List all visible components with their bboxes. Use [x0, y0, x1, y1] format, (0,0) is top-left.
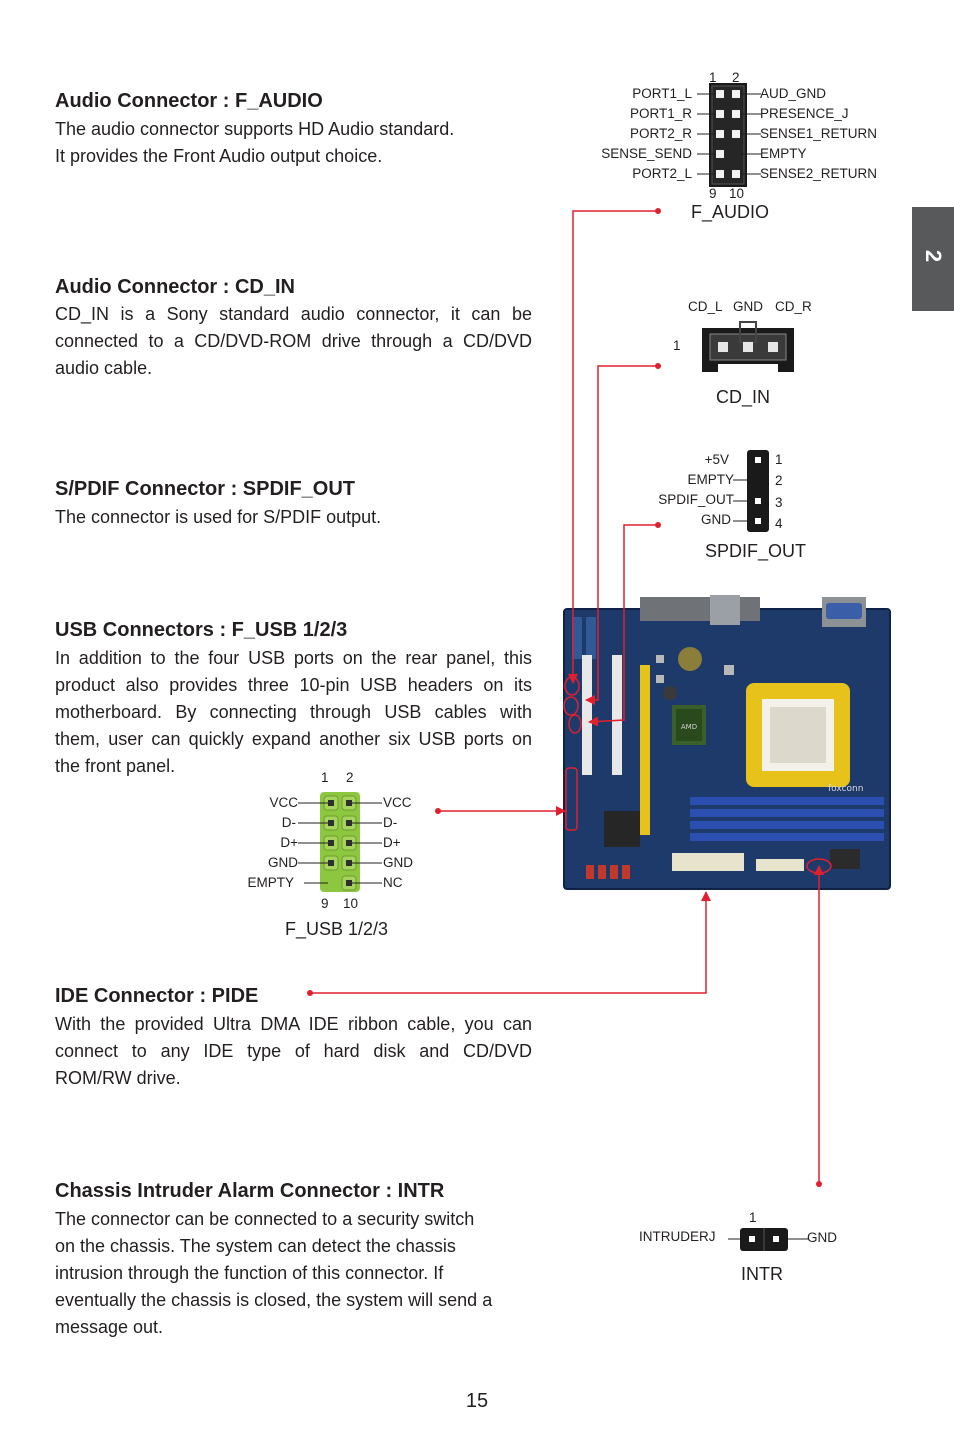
cd-in-target-ring	[563, 696, 579, 716]
usb-description: In addition to the four USB ports on the…	[55, 648, 532, 776]
cd-in-label-cdr: CD_R	[775, 299, 812, 314]
f-audio-left-labels: PORT1_L PORT1_R PORT2_R SENSE_SEND PORT2…	[601, 86, 692, 181]
f-audio-description: The audio connector supports HD Audio st…	[55, 119, 455, 166]
intr-target-ring	[806, 858, 832, 874]
f-usb-caption: F_USB 1/2/3	[285, 919, 389, 939]
intr-header-graphic	[728, 1228, 808, 1251]
f-usb-pin-2: 2	[346, 770, 354, 785]
cd-in-caption: CD_IN	[716, 387, 771, 407]
f-audio-title: Audio Connector : F_AUDIO	[55, 90, 323, 112]
f-usb-right-labels: VCC D- D+ GND NC	[383, 795, 413, 890]
spdif-pin-numbers: 1 2 3 4	[775, 452, 783, 531]
f-audio-callout-dot	[655, 208, 661, 214]
f-audio-pin-2: 2	[732, 70, 740, 85]
intr-caption: INTR	[741, 1264, 783, 1284]
f-audio-pin-9: 9	[709, 186, 717, 201]
cd-in-label-cdl: CD_L	[688, 299, 723, 314]
f-audio-target-ring	[564, 676, 580, 696]
spdif-callout-line	[588, 524, 658, 727]
intr-label-gnd: GND	[807, 1230, 837, 1245]
spdif-callout-dot	[655, 522, 661, 528]
ide-title: IDE Connector : PIDE	[55, 985, 259, 1007]
spdif-left-labels: +5V EMPTY SPDIF_OUT GND	[658, 452, 734, 527]
page-number: 15	[465, 1390, 489, 1412]
usb-callout-dot	[435, 808, 441, 814]
motherboard-brand-label: foxconn	[828, 784, 863, 794]
intr-callout-dot	[816, 1181, 822, 1187]
cd-in-title: Audio Connector : CD_IN	[55, 276, 295, 298]
f-audio-right-labels: AUD_GND PRESENCE_J SENSE1_RETURN EMPTY S…	[760, 86, 878, 181]
f-usb-left-labels: VCC D- D+ GND EMPTY	[247, 795, 298, 890]
usb-title: USB Connectors : F_USB 1/2/3	[55, 619, 348, 641]
spdif-title: S/PDIF Connector : SPDIF_OUT	[55, 478, 356, 500]
f-audio-header-graphic	[697, 83, 761, 187]
motherboard-image: AMD foxconn	[563, 595, 891, 890]
usb-target-ring	[565, 767, 578, 831]
f-usb-header-graphic	[298, 792, 382, 892]
f-audio-callout-line	[568, 210, 658, 684]
cd-in-callout-line	[585, 365, 658, 705]
f-usb-pin-9: 9	[321, 896, 329, 911]
ide-callout-line	[310, 891, 711, 994]
cd-in-description: CD_IN is a Sony standard audio connector…	[55, 304, 532, 378]
ide-callout-dot	[307, 990, 313, 996]
intr-pin-1: 1	[749, 1210, 757, 1225]
cd-in-label-gnd: GND	[733, 299, 763, 314]
cd-in-callout-dot	[655, 363, 661, 369]
f-audio-caption: F_AUDIO	[691, 202, 770, 222]
f-audio-pin-1: 1	[709, 70, 717, 85]
cd-in-connector-graphic	[702, 321, 794, 372]
f-usb-pin-1: 1	[321, 770, 329, 785]
chapter-tab: 2	[912, 207, 954, 311]
f-audio-pin-10: 10	[729, 186, 745, 201]
intr-title: Chassis Intruder Alarm Connector : INTR	[55, 1180, 445, 1202]
cd-in-pin-1: 1	[673, 338, 681, 353]
spdif-target-ring	[568, 714, 582, 734]
spdif-header-graphic	[733, 450, 769, 532]
motherboard-chip-label: AMD	[681, 723, 697, 731]
spdif-description: The connector is used for S/PDIF output.	[55, 507, 382, 527]
intr-description: The connector can be connected to a secu…	[55, 1209, 493, 1337]
spdif-caption: SPDIF_OUT	[705, 541, 807, 561]
ide-description: With the provided Ultra DMA IDE ribbon c…	[55, 1014, 532, 1088]
intr-label-intruderj: INTRUDERJ	[639, 1229, 716, 1244]
f-usb-pin-10: 10	[343, 896, 359, 911]
